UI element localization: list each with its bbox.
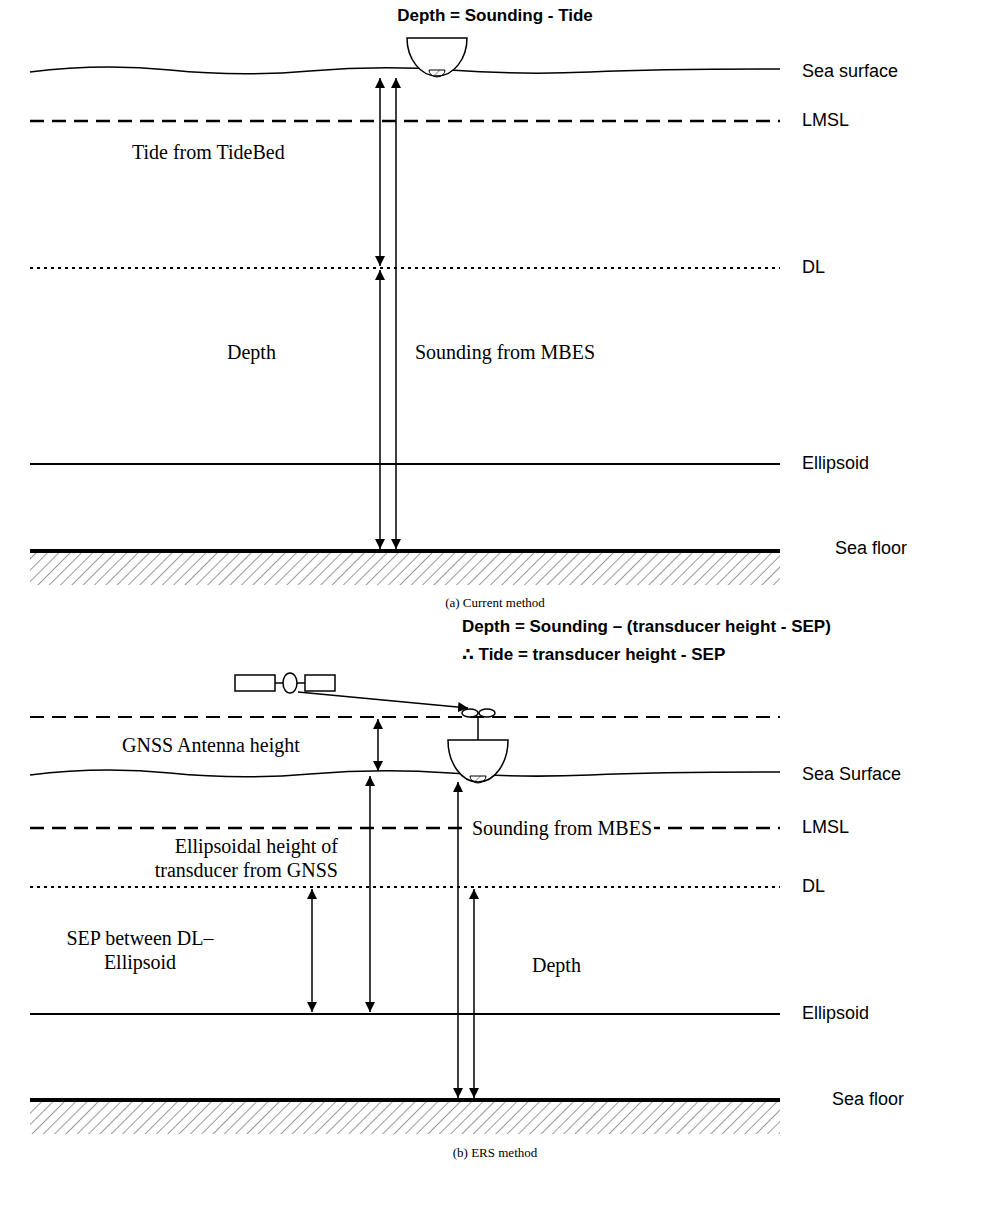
satellite-arm [275,682,283,684]
satellite-panel [235,675,275,691]
antenna-level-line [30,716,780,718]
dimension-label: Ellipsoidal height of transducer from GN… [116,834,340,882]
sea-floor-line [30,1098,780,1102]
boat-hull [407,38,467,76]
sounding-arrow [395,78,397,549]
dimension-label: GNSS Antenna height [120,733,302,757]
sounding-arrow [457,782,459,1098]
dimension-label: SEP between DL– Ellipsoid [41,926,240,974]
transducer [470,776,486,783]
line-label: Sea Surface [800,764,903,786]
satellite-panel [305,675,335,691]
antenna-height-arrow [377,719,379,771]
sea-floor-line [30,549,780,553]
dimension-label: Depth [225,340,278,364]
panel-caption: (a) Current method [443,595,547,611]
dimension-label: Depth [530,953,583,977]
gnss-antenna [462,709,478,717]
line-label: Ellipsoid [800,1003,871,1025]
panel-caption: (b) ERS method [451,1145,540,1161]
gnss-signal [298,692,468,708]
diagram-title: Depth = Sounding - Tide [395,6,595,26]
gnss-antenna [479,709,495,717]
ellipsoid-line [30,463,780,465]
line-label: LMSL [800,817,851,839]
lmsl-line [30,120,780,123]
seabed-hatch [30,553,780,585]
dl-line [30,886,780,888]
ellipsoid-line [30,1013,780,1015]
boat-hull [448,740,508,782]
sea-surface-line [30,770,780,777]
satellite-arm [297,682,305,684]
line-label: Sea surface [800,61,900,83]
seabed-hatch [30,1102,780,1134]
satellite-body [283,673,297,693]
dimension-label: Sounding from MBES [413,340,597,364]
tide-arrow [379,78,381,266]
line-label: DL [800,876,827,898]
depth-arrow [379,270,381,549]
depth-arrow [473,889,475,1098]
formula: Depth = Sounding – (transducer height - … [460,617,833,637]
lmsl-line [30,827,780,830]
dl-line [30,267,780,269]
dimension-label: Tide from TideBed [130,140,287,164]
antenna-pole [477,717,479,740]
sea-surface-line [30,67,780,74]
line-label: Sea floor [830,1089,906,1111]
transducer [429,70,445,77]
line-label: LMSL [800,110,851,132]
line-label: DL [800,257,827,279]
dimension-label: Sounding from MBES [470,816,654,840]
ellipsoidal-height-arrow [369,776,371,1012]
line-label: Ellipsoid [800,453,871,475]
formula: ∴ Tide = transducer height - SEP [460,645,727,665]
line-label: Sea floor [833,538,909,560]
sep-arrow [311,889,313,1012]
